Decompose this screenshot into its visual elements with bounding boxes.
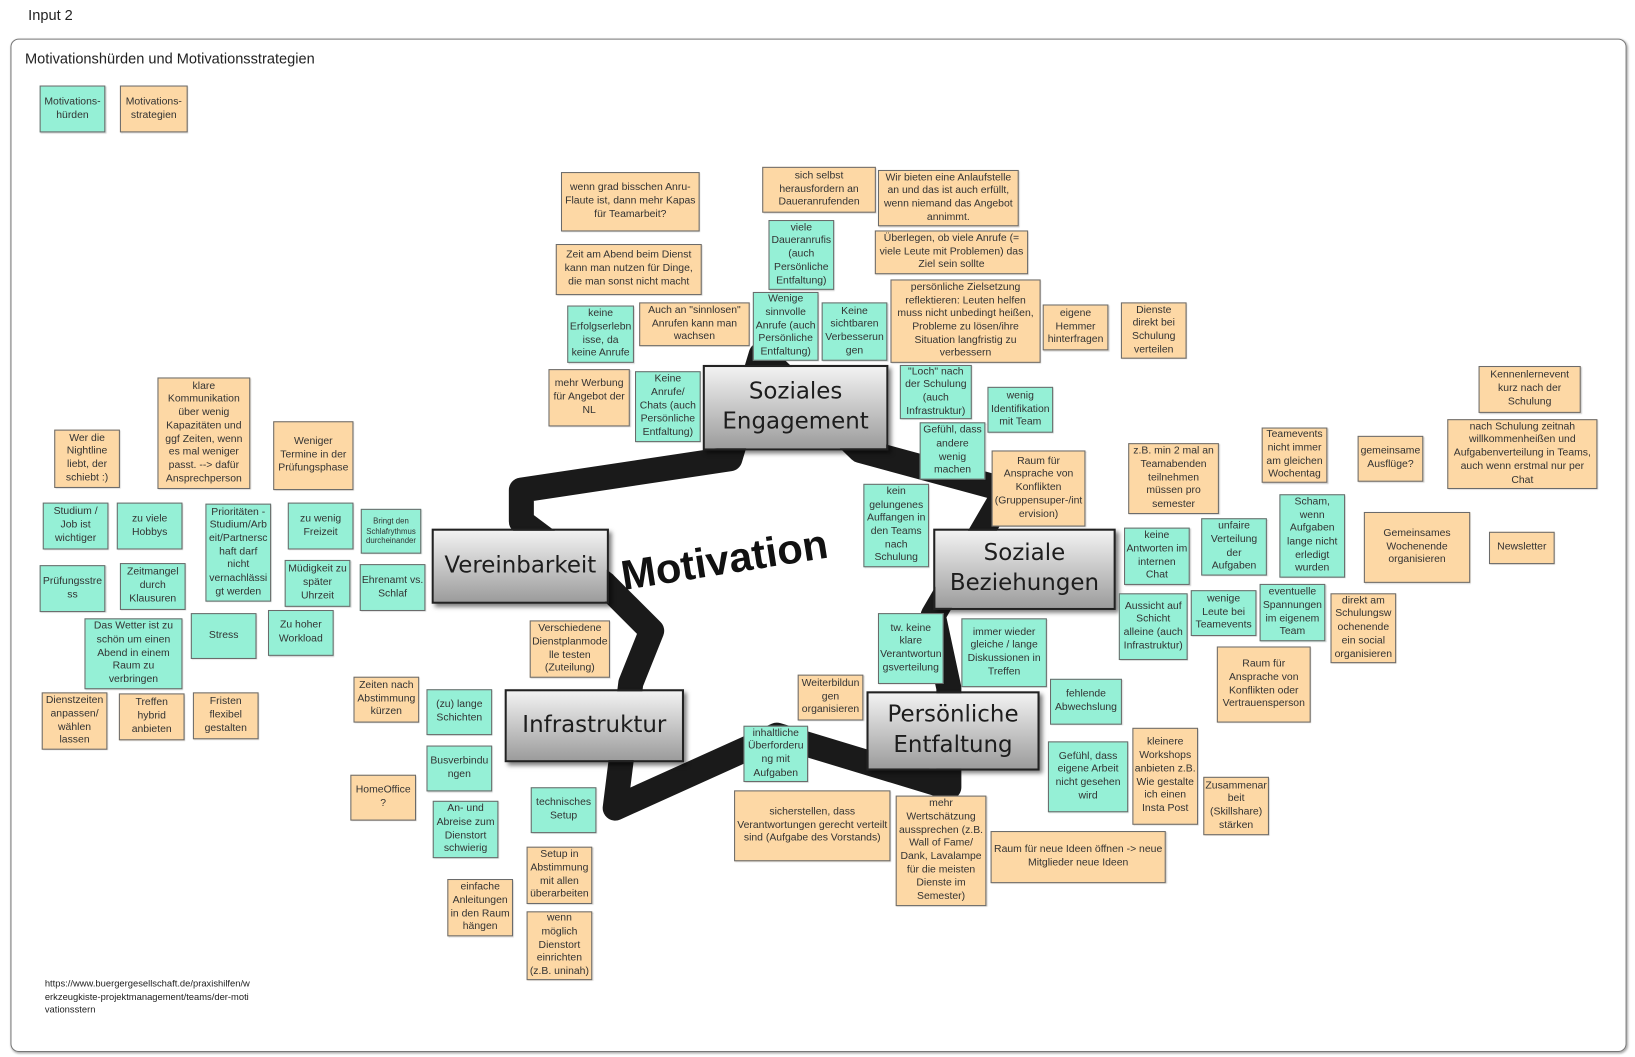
category-vereinbarkeit[interactable]: Vereinbarkeit [431, 528, 609, 604]
sticky-note[interactable]: mehr Werbung für Angebot der NL [548, 369, 630, 427]
sticky-note[interactable]: wenn möglich Dienstort einrichten (z.B. … [526, 911, 593, 981]
category-persoenliche-entfaltung[interactable]: Persönliche Entfaltung [866, 691, 1040, 771]
category-soziales-engagement[interactable]: Soziales Engagement [702, 364, 889, 451]
sticky-note[interactable]: keine Erfolgserlebnisse, da keine Anrufe [567, 305, 634, 363]
sticky-note[interactable]: Müdigkeit zu später Uhrzeit [284, 559, 351, 607]
sticky-note[interactable]: kein gelungenes Auffangen in den Teams n… [863, 483, 930, 568]
sticky-note[interactable]: sicherstellen, dass Verantwortungen gere… [734, 790, 891, 862]
sticky-note[interactable]: einfache Anleitungen in den Raum hängen [447, 878, 514, 937]
sticky-note[interactable]: Scham, wenn Aufgaben lange nicht erledig… [1279, 494, 1346, 578]
sticky-note[interactable]: Gefühl, dass eigene Arbeit nicht gesehen… [1047, 741, 1129, 813]
sticky-note[interactable]: tw. keine klare Verantwortungsverteilung [877, 613, 944, 685]
sticky-note[interactable]: zu viele Hobbys [116, 502, 183, 550]
sticky-note[interactable]: Das Wetter ist zu schön um einen Abend i… [84, 618, 183, 690]
sticky-note[interactable]: Zu hoher Workload [267, 609, 334, 656]
sticky-note[interactable]: Verschiedene Dienstplanmodelle testen (Z… [529, 620, 610, 678]
board-frame [10, 38, 1627, 1053]
sticky-note[interactable]: wenige Leute bei Teamevents [1190, 590, 1257, 637]
sticky-note[interactable]: immer wieder gleiche / lange Diskussione… [961, 618, 1047, 688]
sticky-note[interactable]: fehlende Abwechslung [1049, 678, 1122, 725]
category-soziale-beziehungen[interactable]: Soziale Beziehungen [933, 528, 1116, 610]
sticky-note[interactable]: Weniger Termine in der Prüfungsphase [273, 421, 354, 491]
sticky-note[interactable]: Busverbindungen [426, 745, 493, 792]
sticky-note[interactable]: Prüfungsstress [39, 565, 106, 613]
sticky-note[interactable]: keine Antworten im internen Chat [1124, 527, 1190, 585]
sticky-note[interactable]: Zeit am Abend beim Dienst kann man nutze… [555, 243, 702, 296]
sticky-note[interactable]: Gefühl, dass andere wenig machen [919, 422, 986, 480]
sticky-note[interactable]: Aussicht auf Schicht alleine (auch Infra… [1118, 593, 1188, 661]
board-title: Motivationshürden und Motivationsstrateg… [25, 50, 315, 67]
sticky-note[interactable]: Auch an "sinnlosen" Anrufen kann man wac… [639, 302, 750, 347]
sticky-note[interactable]: "Loch" nach der Schulung (auch Infrastru… [899, 364, 972, 420]
sticky-note[interactable]: Prioritäten - Studium/Arbeit/Partnerscha… [205, 503, 272, 602]
sticky-note[interactable]: Dienstzeiten anpassen/ wählen lassen [41, 692, 108, 750]
sticky-note[interactable]: Überlegen, ob viele Anrufe (= viele Leut… [874, 230, 1029, 275]
sticky-note[interactable]: sich selbst herausfordern an Daueranrufe… [762, 166, 876, 213]
sticky-note[interactable]: Keine Anrufe/ Chats (auch Persönliche En… [635, 371, 701, 443]
sticky-note[interactable]: gemeinsame Ausflüge? [1357, 435, 1424, 482]
sticky-note[interactable]: Raum für neue Ideen öffnen -> neue Mitgl… [990, 831, 1166, 884]
sticky-note[interactable]: persönliche Zielsetzung reflektieren: Le… [890, 279, 1041, 363]
sticky-note[interactable]: eventuelle Spannungen im eigenem Team [1259, 583, 1326, 642]
sticky-note[interactable]: Zusammenarbeit (Skillshare) stärken [1203, 776, 1269, 836]
sticky-note[interactable]: Raum für Ansprache von Konflikten oder V… [1216, 646, 1311, 723]
sticky-note[interactable]: Zeitmangel durch Klausuren [119, 563, 186, 610]
legend-hurdles[interactable]: Motivations-hürden [39, 85, 106, 133]
sticky-note[interactable]: Raum für Ansprache von Konflikten (Grupp… [991, 450, 1086, 527]
sticky-note[interactable]: Dienste direkt bei Schulung verteilen [1120, 302, 1187, 359]
sticky-note[interactable]: Studium / Job ist wichtiger [42, 502, 109, 550]
sticky-note[interactable]: HomeOffice ? [350, 774, 417, 821]
sticky-note[interactable]: mehr Wertschätzung aussprechen (z.B. Wal… [895, 795, 987, 907]
sticky-note[interactable]: Treffen hybrid anbieten [118, 693, 185, 741]
sticky-note[interactable]: Ehrenamt vs. Schlaf [359, 564, 426, 612]
sticky-note[interactable]: (zu) lange Schichten [426, 689, 493, 736]
sticky-note[interactable]: wenig Identifikation mit Team [987, 386, 1054, 433]
sticky-note[interactable]: zu wenig Freizeit [287, 502, 354, 550]
category-infrastruktur[interactable]: Infrastruktur [504, 689, 685, 763]
input-label: Input 2 [28, 6, 73, 23]
sticky-note[interactable]: wenn grad bisschen Anru-Flaute ist, dann… [560, 172, 700, 232]
sticky-note[interactable]: Stress [190, 613, 257, 659]
sticky-note[interactable]: Teamevents nicht immer am gleichen Woche… [1261, 427, 1328, 483]
sticky-note[interactable]: z.B. min 2 mal an Teamabenden teilnehmen… [1128, 443, 1219, 515]
sticky-note[interactable]: Bringt den Schlafrythmus durcheinander [360, 508, 422, 554]
sticky-note[interactable]: Gemeinsames Wochenende organisieren [1363, 511, 1471, 583]
sticky-note[interactable]: kleinere Workshops anbieten z.B. Wie ges… [1132, 727, 1199, 825]
sticky-note[interactable]: Weiterbildungen organisieren [797, 674, 864, 721]
sticky-note[interactable]: Fristen flexibel gestalten [192, 692, 259, 740]
sticky-note[interactable]: Keine sichtbaren Verbesserungen [821, 302, 888, 361]
sticky-note[interactable]: klare Kommunikation über wenig Kapazität… [157, 377, 251, 490]
sticky-note[interactable]: Wer die Nightline liebt, der schiebt :) [54, 429, 120, 488]
sticky-note[interactable]: direkt am Schulungswochenende ein social… [1330, 593, 1397, 664]
sticky-note[interactable]: viele Daueranrufis (auch Persönliche Ent… [768, 220, 835, 290]
sticky-note[interactable]: eigene Hemmer hinterfragen [1042, 304, 1109, 351]
sticky-note[interactable]: An- und Abreise zum Dienstort schwierig [432, 800, 499, 859]
sticky-note[interactable]: inhaltliche Überforderung mit Aufgaben [743, 725, 809, 783]
sticky-note[interactable]: Wir bieten eine Anlaufstelle an und das … [877, 169, 1019, 227]
source-link[interactable]: https://www.buergergesellschaft.de/praxi… [44, 978, 250, 1015]
sticky-note[interactable]: unfaire Verteilung der Aufgaben [1201, 518, 1267, 576]
sticky-note[interactable]: Setup in Abstimmung mit allen überarbeit… [526, 846, 593, 905]
sticky-note[interactable]: Newsletter [1488, 531, 1555, 565]
sticky-note[interactable]: Kennenlernevent kurz nach der Schulung [1478, 365, 1581, 413]
legend-strategies[interactable]: Motivations-strategien [119, 85, 188, 133]
sticky-note[interactable]: Wenige sinnvolle Anrufe (auch Persönlich… [752, 291, 819, 361]
sticky-note[interactable]: Zeiten nach Abstimmung kürzen [353, 676, 420, 723]
sticky-note[interactable]: nach Schulung zeitnah willkommenheißen u… [1447, 419, 1598, 490]
sticky-note[interactable]: technisches Setup [530, 787, 597, 834]
